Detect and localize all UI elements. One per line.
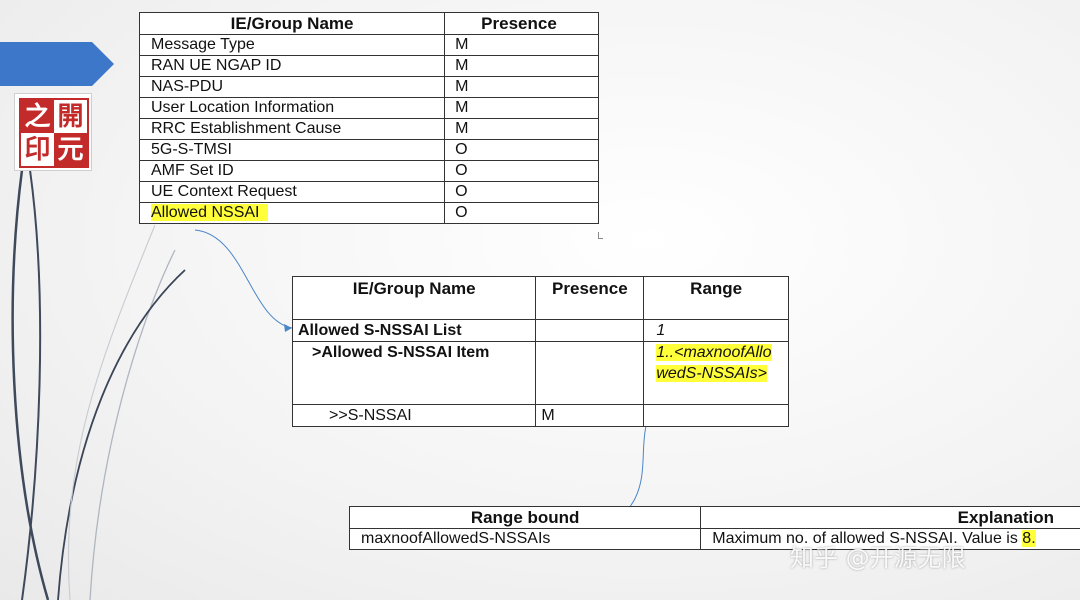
ie-presence: M: [535, 404, 645, 427]
ie-name: >Allowed S-NSSAI Item: [291, 341, 537, 405]
table-header-row: IE/Group Name Presence: [138, 12, 599, 35]
ie-presence: O: [444, 139, 599, 161]
ie-name: AMF Set ID: [138, 160, 446, 182]
ie-presence: O: [444, 160, 599, 182]
header-ie-group-name: IE/Group Name: [291, 276, 537, 320]
ie-presence: [535, 319, 645, 342]
header-explanation: Explanation: [700, 506, 1080, 529]
range-bound-table: Range bound Explanation maxnoofAllowedS-…: [348, 506, 1080, 550]
ie-range: 1: [643, 319, 789, 342]
ie-name: User Location Information: [138, 97, 446, 119]
watermark-text: 知乎 @开源无限: [790, 544, 966, 572]
table-row: Message Type M: [138, 34, 599, 56]
table-row: NAS-PDU M: [138, 76, 599, 98]
ie-presence: M: [444, 34, 599, 56]
ie-presence: M: [444, 97, 599, 119]
ie-name: RRC Establishment Cause: [138, 118, 446, 140]
ie-range-highlighted: 1..<maxnoofAllowedS-NSSAIs>: [643, 341, 789, 405]
header-presence: Presence: [535, 276, 645, 320]
highlight-range: 1..<maxnoofAllowedS-NSSAIs>: [656, 344, 772, 382]
ie-presence: M: [444, 76, 599, 98]
table-header-row: Range bound Explanation: [348, 506, 1080, 529]
ie-name: RAN UE NGAP ID: [138, 55, 446, 77]
message-ie-table: IE/Group Name Presence Message Type M RA…: [138, 12, 599, 224]
header-range: Range: [643, 276, 789, 320]
seal-char: 印: [24, 134, 51, 165]
ie-name: Message Type: [138, 34, 446, 56]
seal-char: 之: [21, 100, 54, 133]
ie-presence: O: [444, 181, 599, 203]
ie-presence: O: [444, 202, 599, 224]
table-row: Allowed S-NSSAI List 1: [291, 319, 789, 342]
ie-name: >>S-NSSAI: [291, 404, 537, 427]
table-row: >Allowed S-NSSAI Item 1..<maxnoofAllowed…: [291, 341, 789, 405]
header-presence: Presence: [444, 12, 599, 35]
table-row: User Location Information M: [138, 97, 599, 119]
ie-name: 5G-S-TMSI: [138, 139, 446, 161]
highlight-value: 8.: [1022, 530, 1036, 547]
table-header-row: IE/Group Name Presence Range: [291, 276, 789, 320]
table-row: UE Context Request O: [138, 181, 599, 203]
table-row: 5G-S-TMSI O: [138, 139, 599, 161]
table-row: >>S-NSSAI M: [291, 404, 789, 427]
range-bound-name: maxnoofAllowedS-NSSAIs: [348, 528, 702, 550]
header-range-bound: Range bound: [348, 506, 702, 529]
ie-range: [643, 404, 789, 427]
ie-name: UE Context Request: [138, 181, 446, 203]
highlight-allowed-nssai: Allowed NSSAI: [151, 204, 260, 221]
ie-name: Allowed S-NSSAI List: [291, 319, 537, 342]
seal-char: 元: [54, 133, 87, 166]
table-row: AMF Set ID O: [138, 160, 599, 182]
ie-name: NAS-PDU: [138, 76, 446, 98]
seal-logo: 之 開 印 元: [14, 93, 92, 171]
allowed-nssai-table: IE/Group Name Presence Range Allowed S-N…: [291, 276, 789, 427]
table-row: RRC Establishment Cause M: [138, 118, 599, 140]
header-ie-group-name: IE/Group Name: [138, 12, 446, 35]
table-corner-mark: [598, 232, 603, 239]
slide-arrow-tab: [0, 42, 114, 86]
seal-char: 開: [57, 101, 84, 132]
ie-presence: [535, 341, 645, 405]
table-row: maxnoofAllowedS-NSSAIs Maximum no. of al…: [348, 528, 1080, 550]
ie-name-highlighted: Allowed NSSAI: [138, 202, 446, 224]
explanation-text: Maximum no. of allowed S-NSSAI. Value is: [712, 530, 1023, 547]
table-row: Allowed NSSAI O: [138, 202, 599, 224]
table-row: RAN UE NGAP ID M: [138, 55, 599, 77]
ie-presence: M: [444, 55, 599, 77]
range-bound-explanation: Maximum no. of allowed S-NSSAI. Value is…: [700, 528, 1080, 550]
ie-presence: M: [444, 118, 599, 140]
